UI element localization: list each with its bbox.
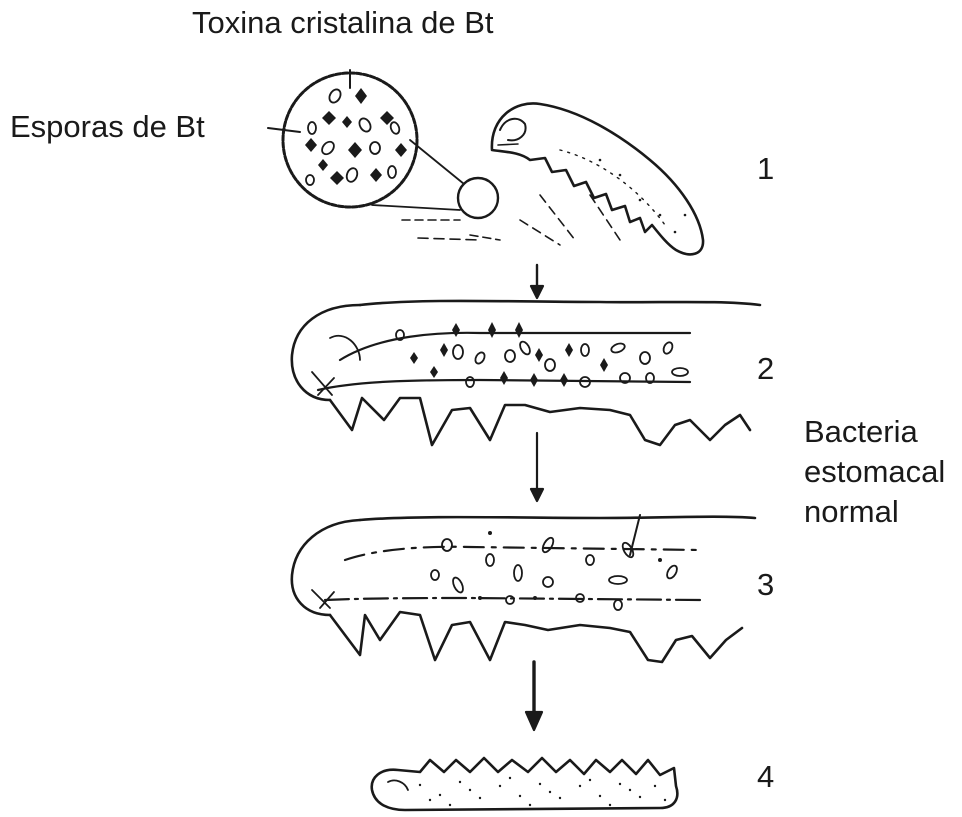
bacteria-label-line-2: estomacal bbox=[804, 452, 945, 492]
caterpillar-eating bbox=[492, 103, 703, 254]
bacteria-label-line-1: Bacteria bbox=[804, 412, 945, 452]
stage-number-1: 1 bbox=[757, 150, 774, 189]
arrow-2-to-3 bbox=[531, 433, 543, 501]
spores-label: Esporas de Bt bbox=[10, 108, 205, 147]
stage-number-2: 2 bbox=[757, 350, 774, 389]
stage-number-3: 3 bbox=[757, 566, 774, 605]
stage-2-illustration bbox=[292, 301, 760, 445]
arrow-3-to-4 bbox=[526, 662, 542, 730]
stage-3-illustration bbox=[292, 515, 755, 662]
leaf-piece bbox=[372, 140, 620, 245]
bacteria-label-line-3: normal bbox=[804, 492, 945, 532]
stage-1-illustration bbox=[268, 70, 703, 254]
stage-number-4: 4 bbox=[757, 758, 774, 797]
magnified-spores-circle bbox=[268, 70, 417, 207]
stage-4-illustration bbox=[372, 758, 678, 810]
toxin-label: Toxina cristalina de Bt bbox=[192, 4, 494, 43]
bacteria-label: Bacteria estomacal normal bbox=[804, 412, 945, 532]
arrow-1-to-2 bbox=[531, 265, 543, 298]
